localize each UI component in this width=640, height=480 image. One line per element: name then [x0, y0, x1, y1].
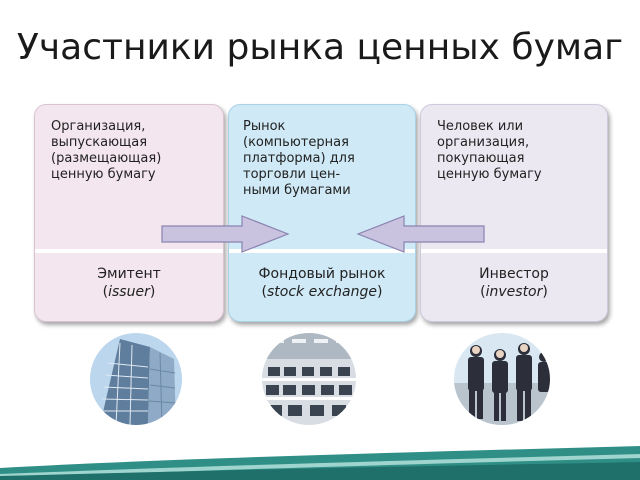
decorative-bottom-bar	[0, 444, 640, 480]
exchange-role-ru: Фондовый рынок	[258, 266, 386, 282]
issuer-role-en-line: (issuer)	[102, 284, 156, 300]
issuer-description: Организация, выпускающая (размещающая) ц…	[51, 119, 162, 182]
exchange-description: Рынок (компьютерная платформа) для торго…	[243, 119, 355, 198]
exchange-role: Фондовый рынок (stock exchange)	[229, 265, 415, 301]
divider	[35, 249, 223, 253]
arrow-right-icon	[160, 214, 290, 254]
issuer-panel: Организация, выпускающая (размещающая) ц…	[34, 104, 224, 322]
issuer-role-en: issuer	[108, 284, 150, 300]
arrow-left-icon	[356, 214, 486, 254]
page-title: Участники рынка ценных бумаг	[16, 27, 624, 68]
business-people-photo	[454, 333, 550, 425]
exchange-role-en: stock exchange	[266, 284, 378, 300]
investor-description: Человек или организация, покупающая ценн…	[437, 119, 542, 182]
exchange-role-en-line: (stock exchange)	[261, 284, 383, 300]
investor-role-en: investor	[485, 284, 543, 300]
investor-role: Инвестор (investor)	[421, 265, 607, 301]
issuer-role-ru: Эмитент	[97, 266, 161, 282]
divider	[229, 249, 415, 253]
investor-role-en-line: (investor)	[480, 284, 548, 300]
divider	[421, 249, 607, 253]
exchange-panel: Рынок (компьютерная платформа) для торго…	[228, 104, 416, 322]
issuer-role: Эмитент (issuer)	[35, 265, 223, 301]
investor-role-ru: Инвестор	[479, 266, 549, 282]
trading-floor-photo	[262, 333, 356, 425]
skyscraper-photo	[90, 333, 182, 425]
participants-diagram: Организация, выпускающая (размещающая) ц…	[30, 104, 614, 326]
title-area: Участники рынка ценных бумаг	[0, 0, 640, 101]
investor-panel: Человек или организация, покупающая ценн…	[420, 104, 608, 322]
